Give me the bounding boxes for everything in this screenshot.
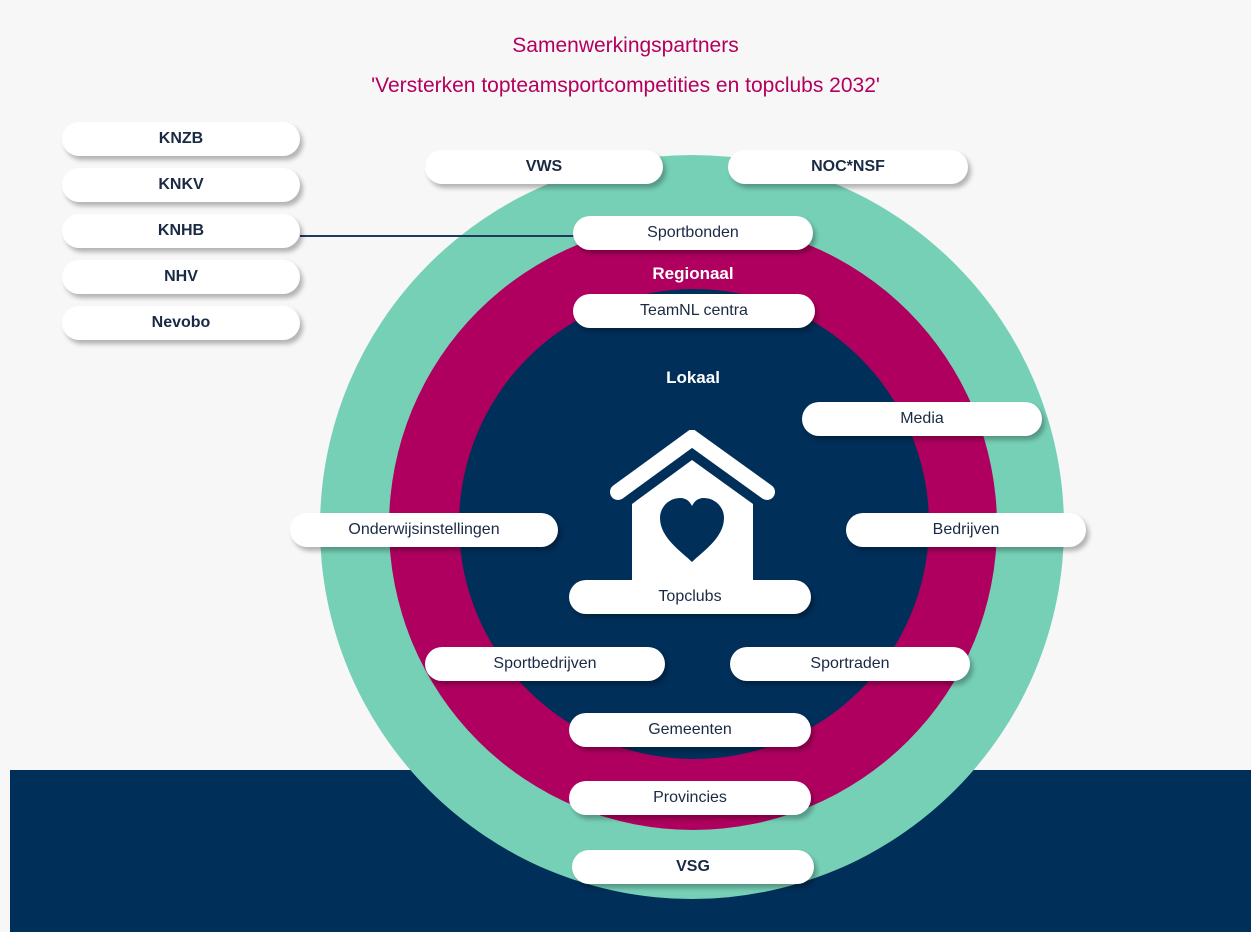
bond-knhb: KNHB — [62, 214, 300, 248]
bond-nhv: NHV — [62, 260, 300, 294]
partner-teamnl-centra: TeamNL centra — [573, 294, 815, 328]
partner-sportbedrijven: Sportbedrijven — [425, 647, 665, 681]
bond-knkv: KNKV — [62, 168, 300, 202]
regional-label: Regionaal — [652, 264, 734, 283]
house-heart-icon — [610, 430, 775, 585]
partner-vsg: VSG — [572, 850, 814, 884]
partner-sportbonden: Sportbonden — [573, 216, 813, 250]
bond-nevobo: Nevobo — [62, 306, 300, 340]
partner-gemeenten: Gemeenten — [569, 713, 811, 747]
diagram-title: Samenwerkingspartners — [512, 34, 739, 57]
local-label: Lokaal — [666, 368, 720, 387]
diagram-subtitle: 'Versterken topteamsportcompetities en t… — [371, 74, 880, 97]
partner-media: Media — [802, 402, 1042, 436]
bond-knzb: KNZB — [62, 122, 300, 156]
bonds-connector-line — [300, 235, 575, 237]
partner-onderwijsinstellingen: Onderwijsinstellingen — [290, 513, 558, 547]
partner-bedrijven: Bedrijven — [846, 513, 1086, 547]
partner-provincies: Provincies — [569, 781, 811, 815]
partner-topclubs: Topclubs — [569, 580, 811, 614]
partner-sportraden: Sportraden — [730, 647, 970, 681]
partner-noc-nsf: NOC*NSF — [728, 150, 968, 184]
partner-vws: VWS — [425, 150, 663, 184]
